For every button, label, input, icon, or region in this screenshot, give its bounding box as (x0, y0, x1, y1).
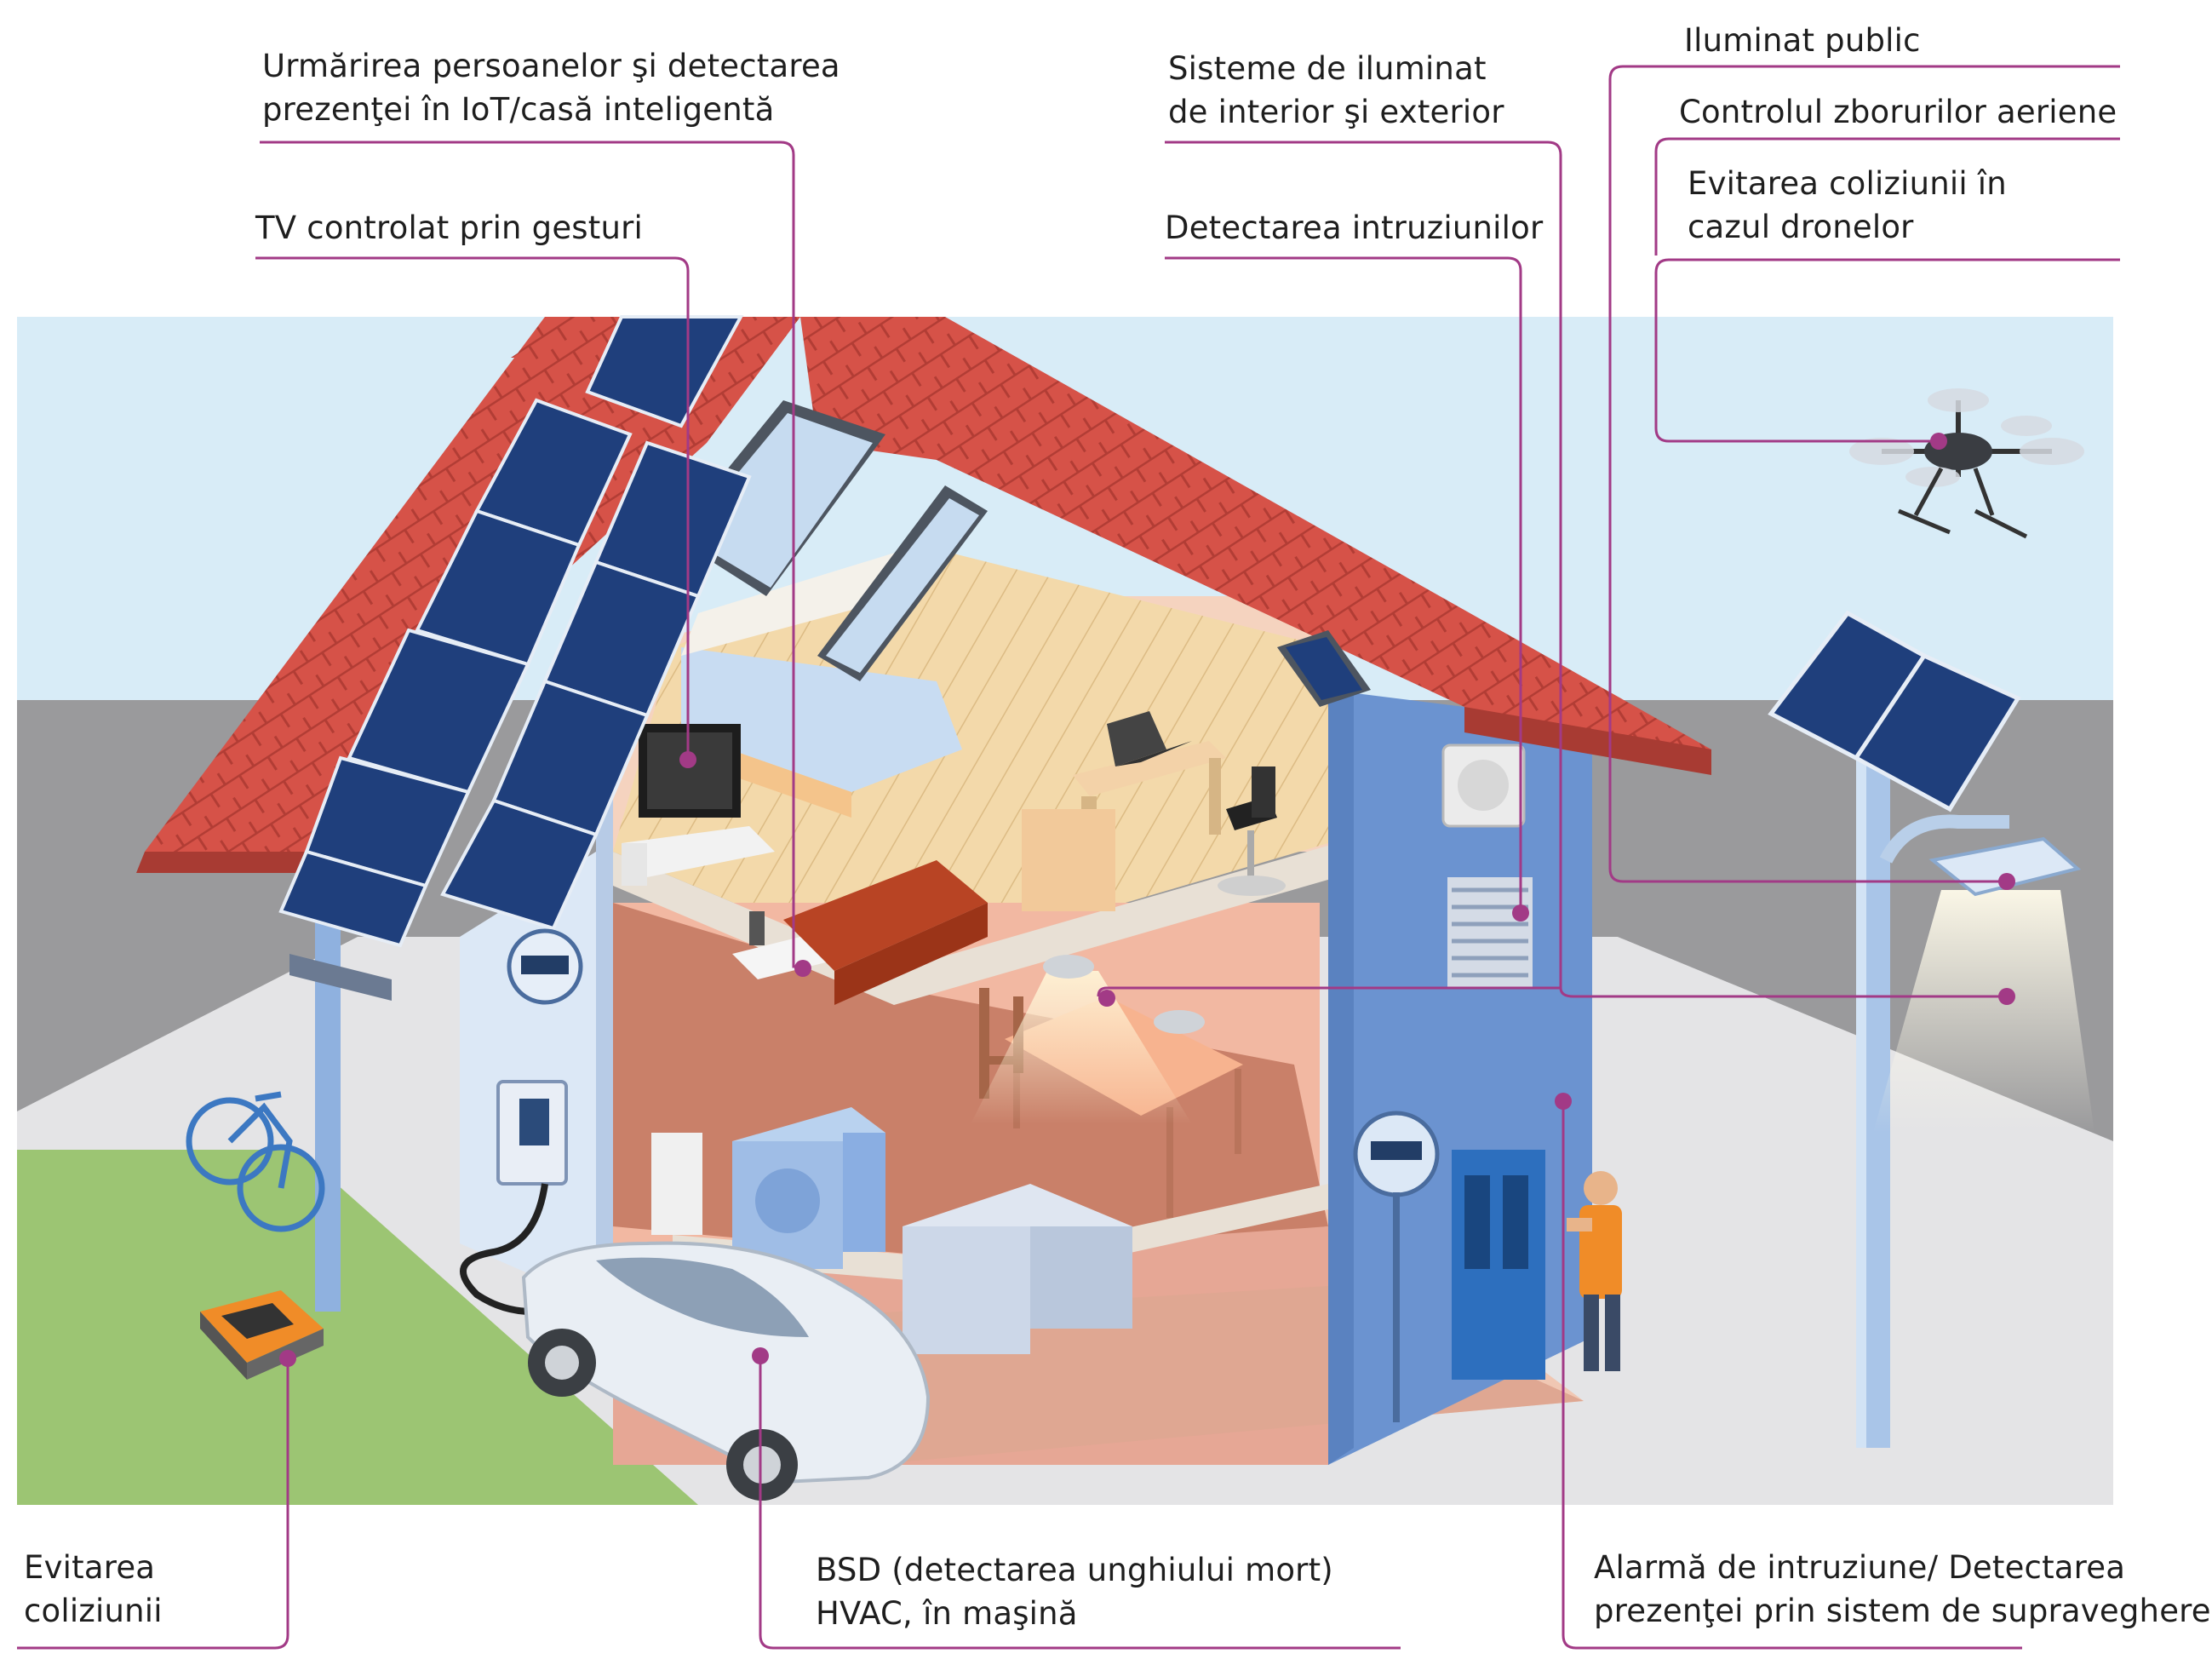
dot-tracking (794, 960, 811, 977)
robot-mower-icon (200, 1290, 324, 1380)
side-table (732, 937, 826, 979)
label-alarm-line1: Alarmă de intruziune/ Detectarea (1594, 1549, 2126, 1586)
solar-panel-icon (1768, 610, 2021, 812)
fridge (651, 1133, 702, 1235)
dot-lighting-outdoor (1998, 988, 2015, 1005)
vent-grille (1447, 877, 1533, 988)
wall-meter (507, 928, 583, 1005)
desk-drawer (1022, 809, 1115, 911)
washing-machines (732, 1107, 885, 1269)
label-alarm-line2: prezenţei prin sistem de supraveghere (1594, 1593, 2211, 1629)
kitchen-counter (903, 1184, 1132, 1354)
skylight (1277, 630, 1371, 707)
label-public-lighting: Iluminat public (1684, 19, 1921, 62)
ceiling-light-beam (971, 971, 1192, 1124)
label-drones-line1: Evitarea coliziunii în (1688, 165, 2007, 202)
bicycle-icon (186, 1091, 325, 1232)
dot-drone (1930, 433, 1947, 450)
label-drones: Evitarea coliziunii în cazul dronelor (1688, 162, 2007, 249)
dot-intrusion (1512, 904, 1529, 921)
callout-lines (17, 65, 2120, 1650)
dot-bsd (752, 1347, 769, 1364)
label-intrusion-text: Detectarea intruziunilor (1165, 210, 1544, 246)
roof-gable (681, 545, 920, 656)
roof-right (800, 317, 1711, 775)
label-bsd-line2: HVAC, în maşină (816, 1595, 1078, 1632)
carport (186, 928, 598, 1380)
skylight (673, 400, 885, 596)
label-drones-line2: cazul dronelor (1688, 209, 1914, 245)
tv-icon (622, 724, 775, 886)
laptop-icon (1107, 711, 1192, 766)
car-icon (521, 1241, 931, 1501)
house-right-facade (1328, 690, 1622, 1465)
front-door (1452, 1150, 1545, 1380)
dot-lighting-indoor (1098, 990, 1115, 1007)
label-bsd-line1: BSD (detectarea unghiului mort) (816, 1552, 1333, 1588)
label-collision: Evitarea coliziunii (24, 1546, 163, 1633)
label-lighting-line2: de interior şi exterior (1168, 94, 1504, 130)
label-tv: TV controlat prin gesturi (255, 206, 643, 250)
ev-charger (496, 1080, 568, 1186)
person-icon (1567, 1171, 1622, 1371)
utility-meter (1353, 1111, 1440, 1422)
label-tracking-line2: prezenţei în IoT/casă inteligentă (262, 91, 775, 128)
callout-dots (279, 433, 2015, 1367)
label-collision-line1: Evitarea (24, 1549, 156, 1586)
label-air-traffic-text: Controlul zborurilor aeriene (1679, 94, 2117, 130)
label-lighting: Sisteme de iluminat de interior şi exter… (1168, 47, 1504, 134)
lamp-beam (1873, 890, 2095, 1133)
house-interior (613, 545, 1584, 1465)
skylight (817, 485, 988, 681)
chair-icon (1218, 766, 1286, 896)
label-lighting-line1: Sisteme de iluminat (1168, 50, 1487, 87)
attic-floor (613, 545, 1328, 971)
dot-alarm (1555, 1093, 1572, 1110)
label-collision-line2: coliziunii (24, 1593, 163, 1629)
label-tv-text: TV controlat prin gesturi (255, 210, 644, 246)
label-air-traffic: Controlul zborurilor aeriene (1679, 90, 2117, 134)
solar-panel-icon (278, 315, 752, 948)
label-tracking-line1: Urmărirea persoanelor şi detectarea (262, 48, 840, 84)
desk (1073, 741, 1226, 796)
dot-tv (679, 751, 696, 768)
label-public-lighting-text: Iluminat public (1684, 22, 1921, 59)
sofa (783, 860, 988, 1005)
lawn (17, 1150, 698, 1505)
dot-public-lighting (1998, 873, 2015, 890)
label-bsd: BSD (detectarea unghiului mort) HVAC, în… (816, 1548, 1333, 1635)
label-tracking: Urmărirea persoanelor şi detectarea prez… (262, 44, 840, 131)
label-alarm: Alarmă de intruziune/ Detectarea prezenţ… (1594, 1546, 2211, 1633)
bed (681, 647, 962, 792)
dot-collision (279, 1350, 296, 1367)
label-intrusion: Detectarea intruziunilor (1165, 206, 1543, 250)
